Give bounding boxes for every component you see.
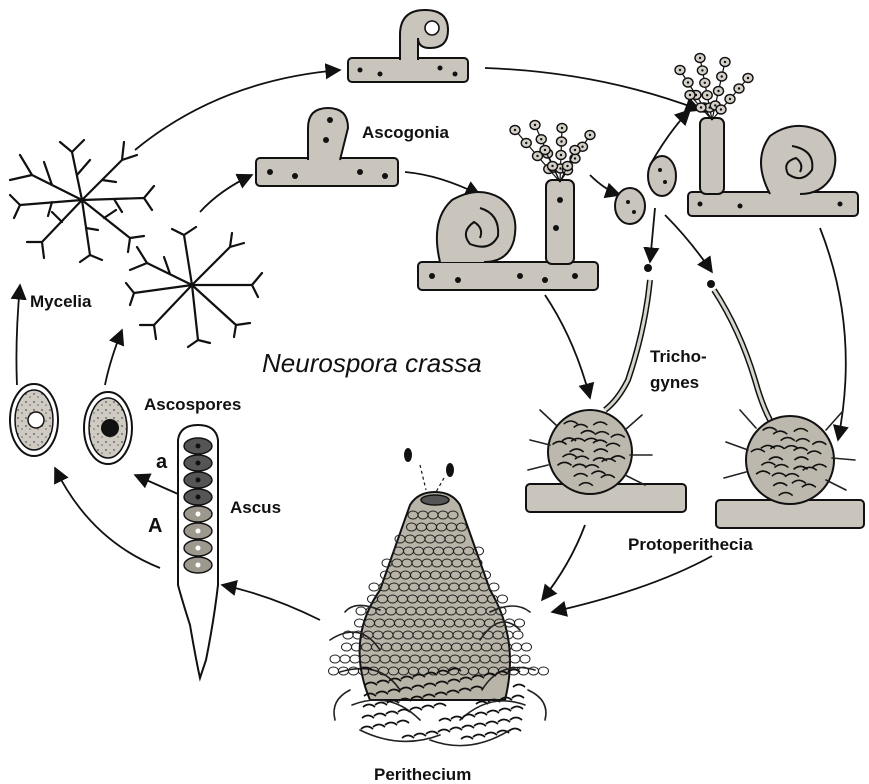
arrow-middle-conidiophore-to-conidia [590, 175, 620, 195]
arrow-ascogonium-to-middle-cluster [405, 172, 480, 195]
arrow-conidia-to-trichogyne-right [665, 215, 712, 272]
label-perithecium: Perithecium [374, 765, 471, 784]
ascospore-dark [84, 392, 132, 464]
ascospore-light [10, 384, 58, 456]
arrow-middle-cluster-to-protoperithecium [545, 295, 590, 398]
arrow-mycelia-small-to-ascogonium [200, 175, 252, 212]
arrow-perithecium-to-ascus [222, 585, 320, 620]
protoperithecium-right [716, 410, 864, 528]
perithecium [329, 448, 549, 746]
arrow-conidia-to-trichogyne-left [650, 208, 655, 262]
arrow-right-cluster-to-protoperithecium [820, 228, 846, 440]
arrow-top-ascogonium-to-right-cluster [485, 68, 700, 110]
ascogonium-middle [256, 108, 398, 186]
right-cluster [675, 54, 858, 217]
label-mycelia: Mycelia [30, 292, 92, 311]
trichogyne-left [605, 264, 652, 410]
arrow-protoperithecium-to-perithecium-left [542, 525, 585, 600]
middle-cluster [418, 121, 598, 291]
label-trichogynes-line2: gynes [650, 373, 699, 392]
label-protoperithecia: Protoperithecia [628, 535, 753, 554]
protoperithecium-left [526, 410, 686, 512]
trichogyne-right [707, 280, 770, 420]
ascus [178, 425, 218, 678]
arrow-ascospore-to-mycelia-small [105, 330, 122, 385]
label-ascogonia: Ascogonia [362, 123, 449, 142]
arrow-ascus-to-ascospore-a [135, 475, 178, 494]
diagram-title: Neurospora crassa [262, 348, 482, 378]
label-mating-type-a: a [156, 451, 168, 473]
arrow-protoperithecium-to-perithecium-right [552, 556, 712, 612]
label-ascospores: Ascospores [144, 395, 241, 414]
label-ascus: Ascus [230, 498, 281, 517]
conidia-free [615, 156, 676, 224]
arrow-bottom-to-ascospore-A [55, 468, 160, 568]
arrow-ascospore-to-mycelia-large [16, 285, 20, 385]
mycelium-large [10, 140, 154, 262]
ascogonium-top [348, 10, 468, 82]
label-mating-type-A: A [148, 515, 162, 537]
label-trichogynes-line1: Tricho- [650, 347, 707, 366]
mycelium-small [126, 227, 262, 347]
